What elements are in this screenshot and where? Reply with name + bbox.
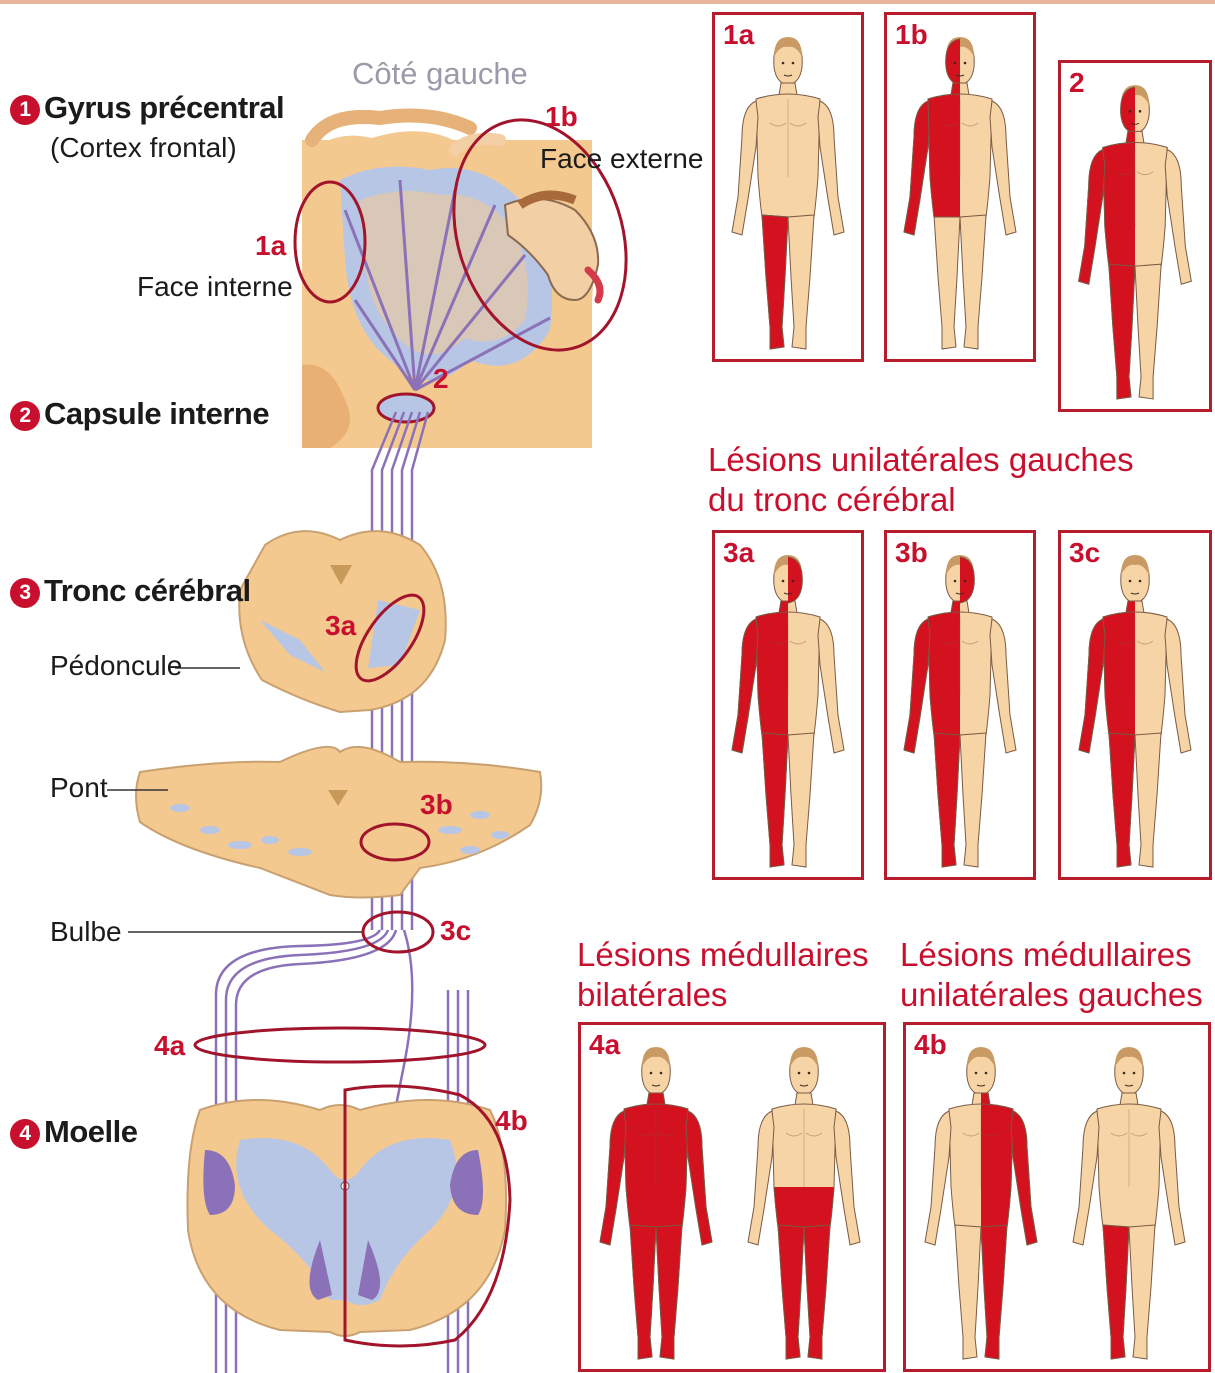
panel-4b: 4b bbox=[903, 1022, 1211, 1372]
body-figure-4a-right bbox=[729, 1025, 879, 1369]
label-1b: 1b bbox=[545, 103, 578, 131]
body-figure-1b bbox=[887, 15, 1033, 359]
panel-3c: 3c bbox=[1058, 530, 1212, 880]
section-title-tronc: Lésions unilatérales gauches du tronc cé… bbox=[708, 440, 1134, 520]
label-4b: 4b bbox=[495, 1107, 528, 1135]
section-title-bilat: Lésions médullaires bilatérales bbox=[577, 935, 869, 1015]
body-figure-3c bbox=[1061, 533, 1209, 877]
body-figure-1a bbox=[715, 15, 861, 359]
label-face-interne: Face interne bbox=[137, 273, 293, 301]
panel-3b: 3b bbox=[884, 530, 1036, 880]
body-figure-3b bbox=[887, 533, 1033, 877]
level-2-badge: 2 bbox=[10, 401, 40, 431]
label-3b: 3b bbox=[420, 791, 453, 819]
panel-3a: 3a bbox=[712, 530, 864, 880]
pont-label: Pont bbox=[50, 774, 108, 802]
label-3a: 3a bbox=[325, 612, 356, 640]
level-1-subtitle: (Cortex frontal) bbox=[50, 134, 237, 162]
level-3-name: Tronc cérébral bbox=[44, 573, 251, 608]
body-figure-2 bbox=[1061, 63, 1209, 409]
level-1-badge: 1 bbox=[10, 95, 40, 125]
label-3c: 3c bbox=[440, 917, 471, 945]
pedoncule-section bbox=[175, 531, 446, 712]
panel-1b: 1b bbox=[884, 12, 1036, 362]
label-2: 2 bbox=[433, 365, 449, 393]
label-4a: 4a bbox=[154, 1032, 185, 1060]
label-1a: 1a bbox=[255, 232, 286, 260]
lesion-4a-circle bbox=[195, 1028, 485, 1062]
panel-2: 2 bbox=[1058, 60, 1212, 412]
panel-4a: 4a bbox=[578, 1022, 886, 1372]
level-4-badge: 4 bbox=[10, 1119, 40, 1149]
level-1-name: Gyrus précentral bbox=[44, 90, 284, 125]
panel-1a: 1a bbox=[712, 12, 864, 362]
level-3-badge: 3 bbox=[10, 578, 40, 608]
label-face-externe: Face externe bbox=[540, 145, 703, 173]
bulbe-label: Bulbe bbox=[50, 918, 122, 946]
body-figure-3a bbox=[715, 533, 861, 877]
pedoncule-label: Pédoncule bbox=[50, 652, 182, 680]
level-4-name: Moelle bbox=[44, 1114, 137, 1149]
section-title-unilat: Lésions médullaires unilatérales gauches bbox=[900, 935, 1203, 1015]
level-2-name: Capsule interne bbox=[44, 396, 269, 431]
moelle-section bbox=[188, 1086, 511, 1346]
side-label: Côté gauche bbox=[352, 58, 528, 89]
body-figure-4a-left bbox=[581, 1025, 731, 1369]
pont-section bbox=[107, 747, 541, 898]
body-figure-4b-left bbox=[906, 1025, 1056, 1369]
body-figure-4b-right bbox=[1054, 1025, 1204, 1369]
